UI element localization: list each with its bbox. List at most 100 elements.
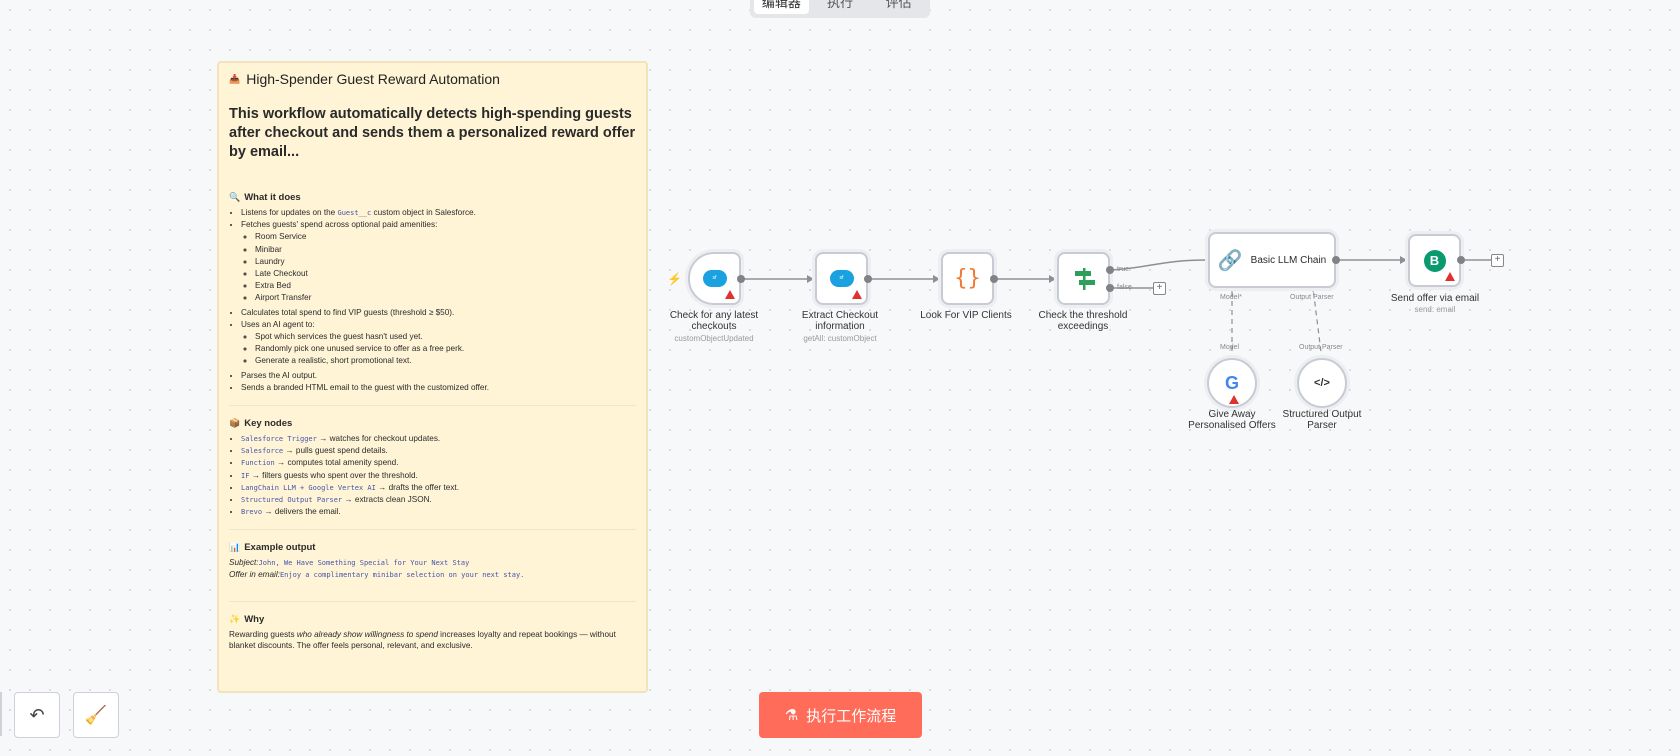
flask-icon: ⚗ <box>784 707 799 724</box>
parser-port-label: Output Parser <box>1290 294 1334 301</box>
note-lead: This workflow automatically detects high… <box>229 106 636 160</box>
trigger-bolt-icon: ⚡ <box>667 272 682 286</box>
warning-icon <box>1445 272 1455 281</box>
list-item: Brevo → delivers the email. <box>241 506 636 518</box>
list-item: Generate a realistic, short promotional … <box>255 355 636 367</box>
code-tag-icon: </> <box>1314 377 1330 389</box>
list-item: IF → filters guests who spent over the t… <box>241 470 636 482</box>
node-label: Structured Output Parser <box>1282 409 1362 431</box>
list-item: Salesforce → pulls guest spend details. <box>241 445 636 457</box>
node-label: Check the threshold exceedings <box>1038 310 1128 332</box>
magnifier-icon: 🔍 <box>229 192 241 202</box>
why-text: Rewarding guests who already show willin… <box>229 630 616 651</box>
agent-list: Spot which services the guest hasn't use… <box>241 331 636 368</box>
chart-icon: 📊 <box>229 542 241 553</box>
brevo-icon: B <box>1423 249 1446 272</box>
output-port[interactable] <box>1332 256 1340 264</box>
list-item: Room Service <box>255 231 636 243</box>
divider <box>229 601 636 603</box>
add-node-button[interactable]: + <box>1153 282 1166 295</box>
list-item: Fetches guests' spend across optional pa… <box>241 219 636 304</box>
link-icon: 🔗 <box>1217 249 1243 272</box>
arrow <box>933 275 940 283</box>
list-item: Spot which services the guest hasn't use… <box>255 331 636 343</box>
output-port[interactable] <box>1457 256 1465 264</box>
salesforce-icon: sf <box>702 270 727 287</box>
divider <box>229 405 636 407</box>
list-item: Sends a branded HTML email to the guest … <box>241 382 636 394</box>
node-subtitle: customObjectUpdated <box>674 334 754 343</box>
sticky-note[interactable]: 📥High-Spender Guest Reward Automation Th… <box>217 61 648 693</box>
node-subtitle: send: email <box>1414 305 1456 314</box>
arrow <box>807 275 814 283</box>
section-what-title: 🔍What it does <box>229 192 301 203</box>
output-port[interactable] <box>990 275 998 283</box>
google-icon: G <box>1224 372 1239 393</box>
section-key-title: 📦Key nodes <box>229 418 293 430</box>
true-label: true <box>1117 266 1130 273</box>
list-item: Function → computes total amenity spend. <box>241 457 636 469</box>
node-google-vertex[interactable]: G <box>1207 358 1257 408</box>
tab-evaluations[interactable]: 评估 <box>885 0 912 10</box>
true-port[interactable] <box>1106 266 1114 274</box>
output-port[interactable] <box>864 275 872 283</box>
arrow <box>1400 256 1407 264</box>
section-example-title: 📊Example output <box>229 542 316 554</box>
inbox-tray-icon: 📥 <box>229 73 241 84</box>
divider <box>229 529 636 531</box>
clear-button[interactable]: 🧹 <box>73 692 119 738</box>
list-item: LangChain LLM + Google Vertex AI → draft… <box>241 482 636 494</box>
what-list: Listens for updates on the Guest__c cust… <box>229 207 636 394</box>
warning-icon <box>852 290 862 299</box>
port-label: Model <box>1220 344 1240 351</box>
node-salesforce-trigger[interactable]: sf <box>688 252 741 305</box>
example-offer: Offer in email:Enjoy a complimentary min… <box>229 570 525 580</box>
node-salesforce-getall[interactable]: sf <box>815 252 868 305</box>
list-item: Calculates total spend to find VIP guest… <box>241 307 636 319</box>
undo-button[interactable]: ↶ <box>14 692 60 738</box>
list-item: Listens for updates on the Guest__c cust… <box>241 207 636 219</box>
model-port-label: Model* <box>1220 294 1242 301</box>
view-tabs: 编辑器 执行 评估 <box>750 0 930 18</box>
node-subtitle: getAll: customObject <box>803 334 877 343</box>
key-list: Salesforce Trigger → watches for checkou… <box>229 433 636 518</box>
list-item: Uses an AI agent to: Spot which services… <box>241 319 636 368</box>
node-label: Basic LLM Chain <box>1250 254 1327 266</box>
list-item: Randomly pick one unused service to offe… <box>255 343 636 355</box>
package-icon: 📦 <box>229 418 241 429</box>
broom-icon: 🧹 <box>84 704 108 725</box>
execute-workflow-button[interactable]: ⚗ 执行工作流程 <box>759 692 922 738</box>
add-node-button[interactable]: + <box>1491 254 1504 267</box>
tab-executions[interactable]: 执行 <box>827 0 854 10</box>
false-label: false <box>1117 284 1132 291</box>
node-label: Look For VIP Clients <box>920 310 1012 321</box>
left-edge-control[interactable] <box>0 692 2 736</box>
list-item: Late Checkout <box>255 268 636 280</box>
false-port[interactable] <box>1106 284 1114 292</box>
port-label: Output Parser <box>1299 344 1343 351</box>
salesforce-icon: sf <box>829 270 854 287</box>
list-item: Structured Output Parser → extracts clea… <box>241 494 636 506</box>
node-basic-llm-chain[interactable]: 🔗 Basic LLM Chain <box>1208 232 1336 288</box>
node-structured-output-parser[interactable]: </> <box>1297 358 1347 408</box>
amenity-list: Room Service Minibar Laundry Late Checko… <box>241 231 636 304</box>
execute-workflow-label: 执行工作流程 <box>806 707 897 725</box>
list-item: Laundry <box>255 256 636 268</box>
warning-icon <box>725 290 735 299</box>
tab-editor[interactable]: 编辑器 <box>754 0 809 14</box>
sparkles-icon: ✨ <box>229 614 241 625</box>
node-brevo[interactable]: B <box>1408 234 1461 287</box>
undo-icon: ↶ <box>29 704 45 725</box>
output-port[interactable] <box>737 275 745 283</box>
edge-n4-n5 <box>1109 259 1209 271</box>
node-label: Check for any latest checkouts <box>669 310 759 332</box>
list-item: Extra Bed <box>255 280 636 292</box>
note-title: 📥High-Spender Guest Reward Automation <box>229 71 500 87</box>
node-function[interactable]: {} <box>941 252 994 305</box>
node-if[interactable] <box>1057 252 1110 305</box>
list-item: Salesforce Trigger → watches for checkou… <box>241 433 636 445</box>
node-label: Extract Checkout information <box>801 310 879 332</box>
node-label: Give Away Personalised Offers <box>1188 409 1276 431</box>
warning-icon <box>1229 395 1239 404</box>
